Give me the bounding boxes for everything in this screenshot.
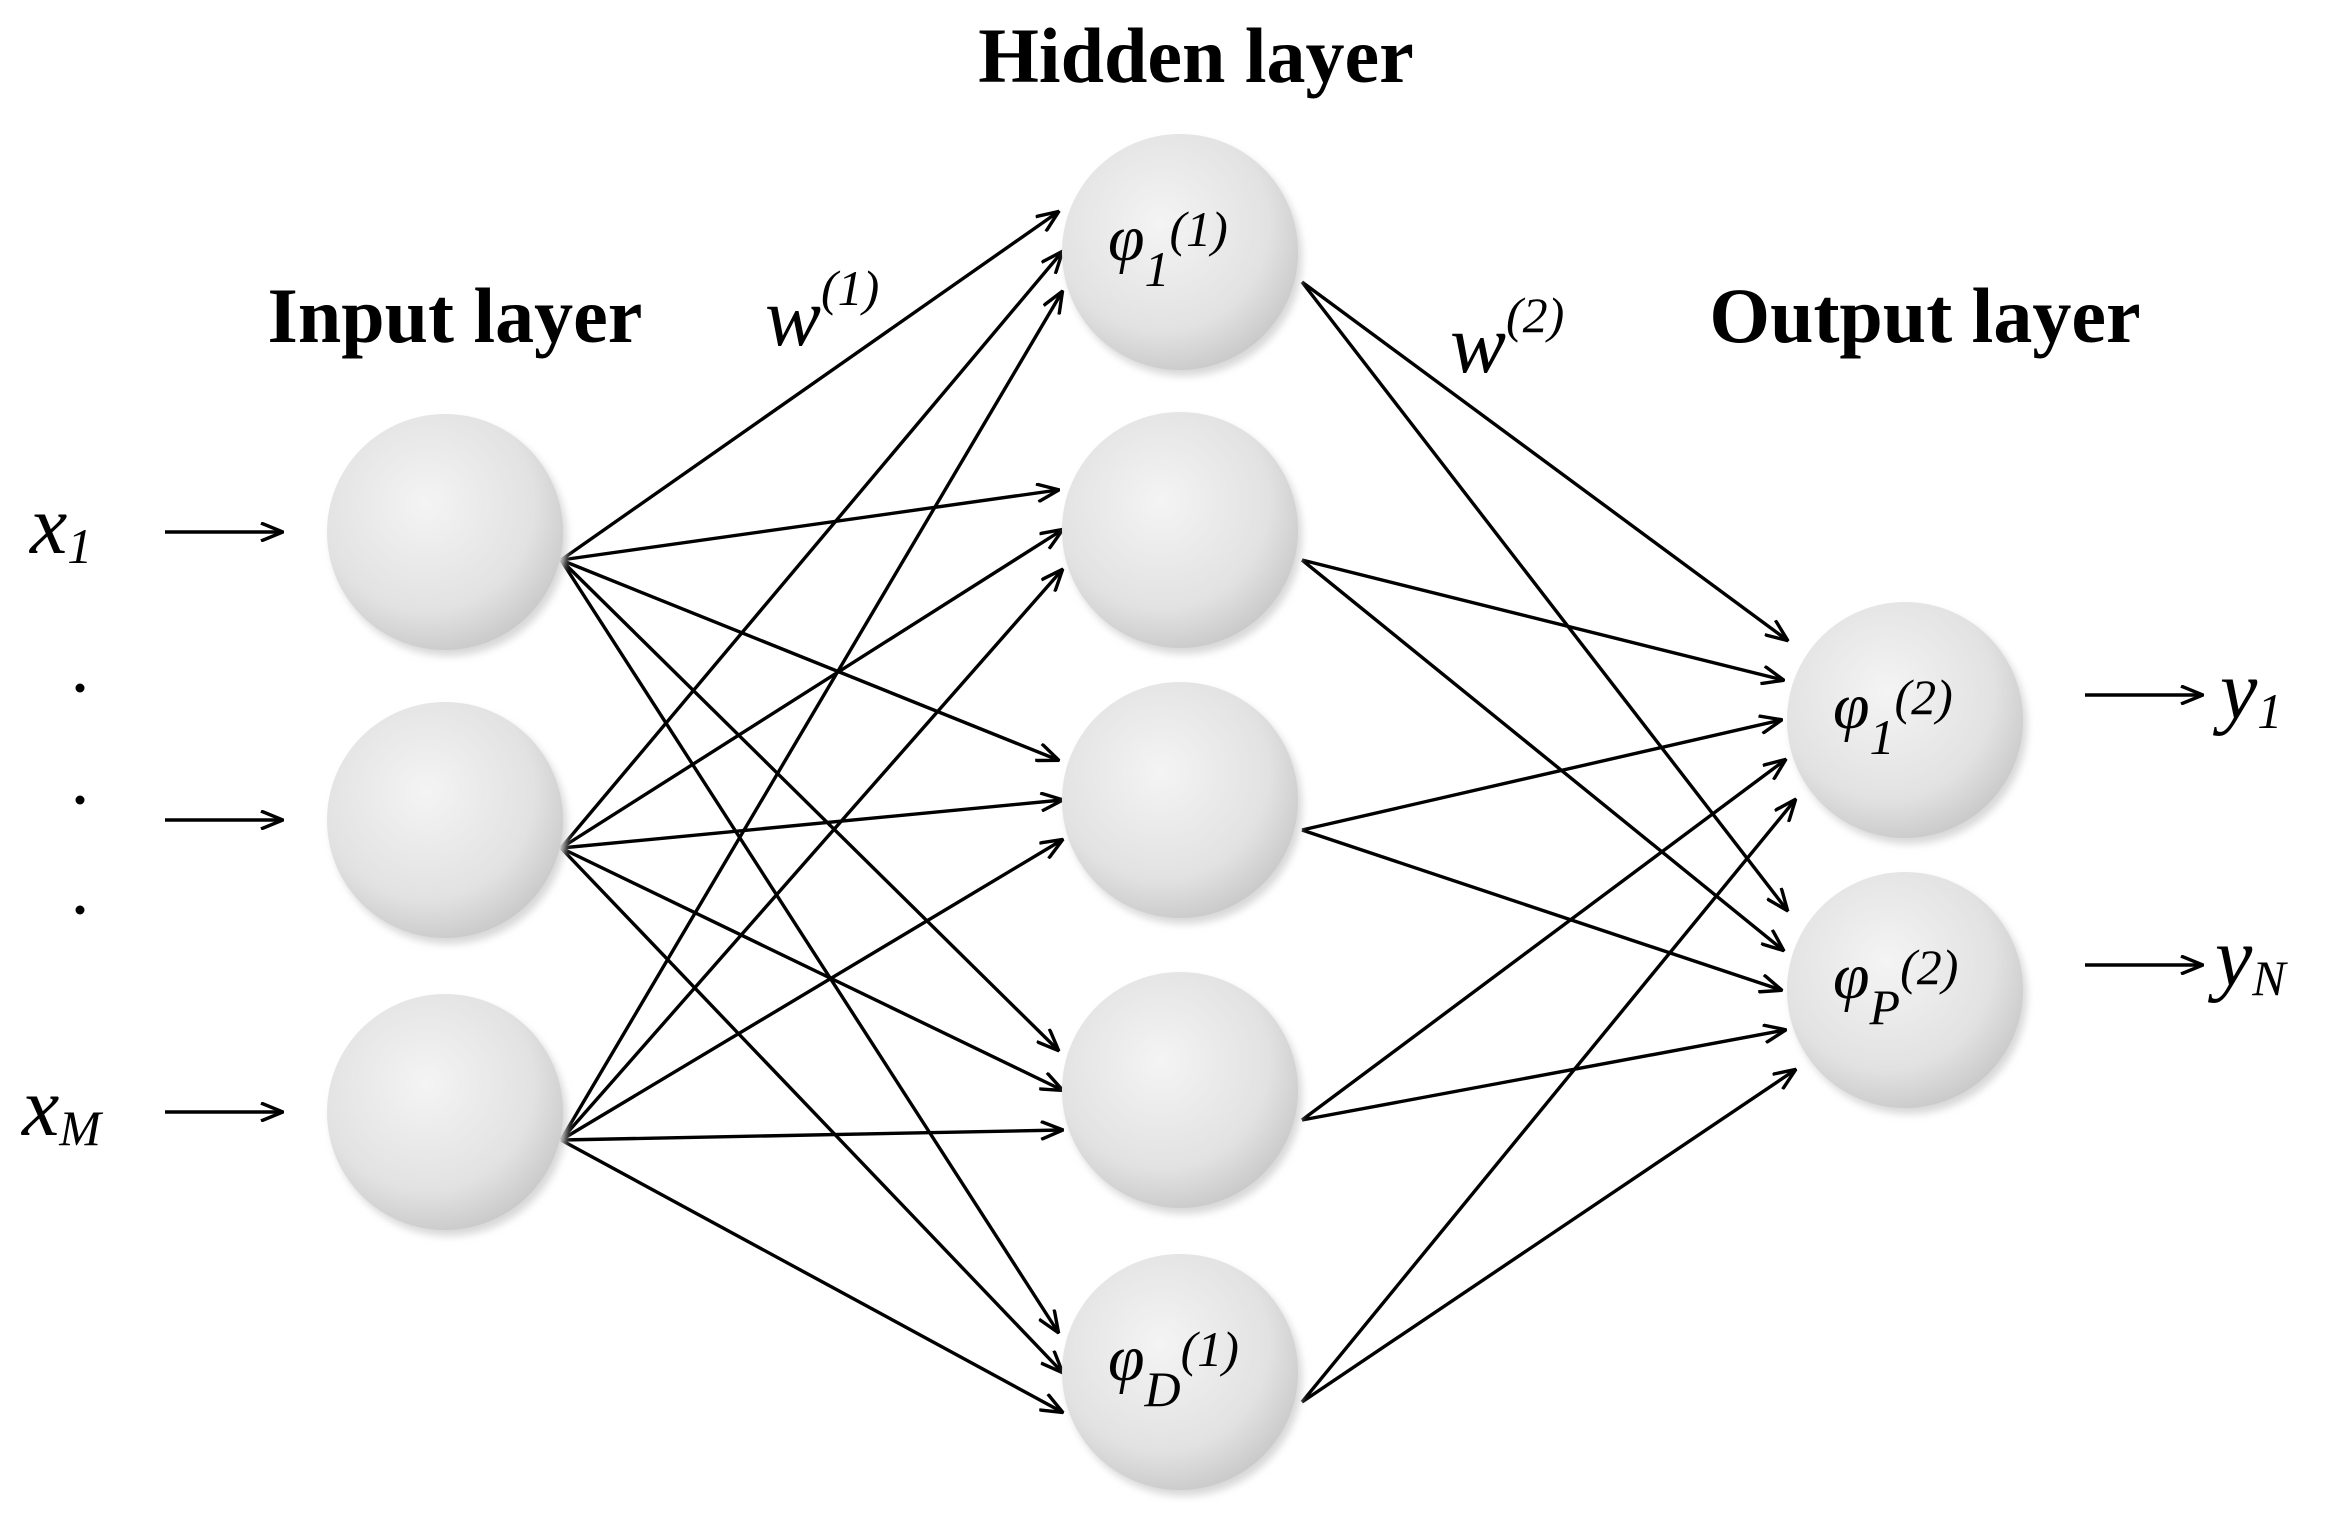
edge-hidden-4-output-2: [1301, 1030, 1785, 1122]
edge-input-2-hidden-3: [560, 800, 1062, 850]
edge-hidden-2-output-2: [1300, 558, 1783, 950]
edge-input-1-hidden-3: [560, 558, 1058, 760]
edge-hidden-5-output-1: [1300, 800, 1795, 1404]
edge-hidden-5-output-2: [1301, 1070, 1795, 1404]
input-layer-title: Input layer: [268, 272, 643, 359]
edge-hidden-3-output-1: [1301, 720, 1781, 832]
input-node-1: [327, 414, 567, 656]
edge-input-3-hidden-1: [559, 292, 1062, 1141]
edge-input-3-hidden-2: [559, 570, 1062, 1142]
edge-input-1-hidden-5: [559, 559, 1058, 1332]
output-label-yN: yN: [2207, 911, 2288, 1006]
output-node-1: φ1(2): [1787, 602, 2027, 844]
nodes: φ1(1) φD(1) φ1(2) φP(2): [327, 134, 2027, 1496]
hidden-layer-title: Hidden layer: [978, 12, 1414, 99]
edge-input-2-hidden-1: [559, 252, 1062, 850]
edge-input-3-hidden-3: [560, 840, 1062, 1142]
hidden-node-1: φ1(1): [1062, 134, 1302, 376]
input-node-3: [327, 994, 567, 1236]
weight-label-w1: w(1): [765, 260, 879, 364]
edge-input-2-hidden-5: [559, 846, 1062, 1372]
edge-hidden-2-output-1: [1301, 558, 1783, 680]
io-arrows: [165, 532, 2202, 1112]
hidden-node-2: [1062, 412, 1302, 654]
output-node-2: φP(2): [1787, 872, 2027, 1114]
output-layer-title: Output layer: [1709, 272, 2140, 359]
input-label-xM: xM: [20, 1061, 103, 1156]
edge-hidden-3-output-2: [1301, 828, 1781, 990]
hidden-node-5: φD(1): [1062, 1254, 1302, 1496]
edge-hidden-1-output-1: [1300, 280, 1787, 640]
output-node-2-label: φP(2): [1833, 939, 1958, 1035]
edge-hidden-4-output-1: [1300, 760, 1785, 1122]
edge-input-3-hidden-5: [560, 1138, 1062, 1412]
edge-hidden-1-output-2: [1300, 280, 1787, 910]
edge-input-2-hidden-4: [560, 846, 1062, 1090]
input-label-x1: x1: [28, 479, 92, 574]
edge-input-1-hidden-2: [560, 490, 1058, 562]
hidden-node-5-label: φD(1): [1108, 1321, 1239, 1417]
connection-edges: [559, 212, 1795, 1412]
input-node-2: [327, 702, 567, 944]
hidden-node-1-label: φ1(1): [1108, 201, 1228, 297]
hidden-node-4: [1062, 972, 1302, 1214]
input-ellipsis: [75, 683, 85, 915]
edge-input-1-hidden-1: [560, 212, 1058, 562]
weight-label-w2: w(2): [1450, 287, 1564, 391]
edge-input-1-hidden-4: [559, 558, 1058, 1050]
edge-input-2-hidden-2: [560, 530, 1062, 850]
output-label-y1: y1: [2212, 644, 2282, 739]
hidden-node-3: [1062, 682, 1302, 924]
edge-input-3-hidden-4: [560, 1130, 1062, 1142]
output-node-1-label: φ1(2): [1833, 669, 1953, 765]
